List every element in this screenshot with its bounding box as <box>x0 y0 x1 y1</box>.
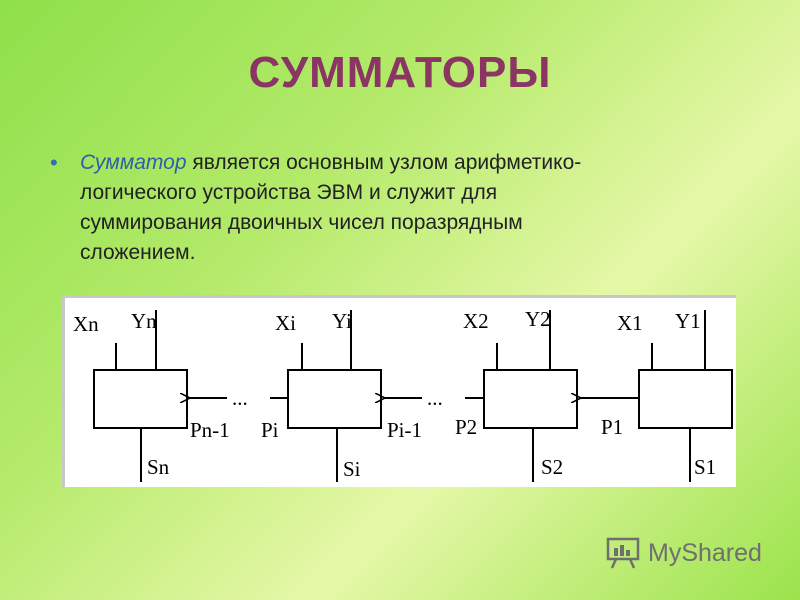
watermark: MyShared <box>606 536 776 570</box>
label-sn: Sn <box>147 455 170 479</box>
bullet-line-2: логического устройства ЭВМ и служит для <box>80 181 498 204</box>
adder-block-1: X1 Y1 S1 <box>617 309 733 482</box>
slide-title: СУММАТОРЫ <box>248 48 552 97</box>
watermark-brand: MyShared <box>648 539 762 567</box>
adder-chain-diagram: Xn Yn Sn Xi Yi Si X2 Y2 S2 <box>62 295 736 487</box>
label-p1: P1 <box>601 415 623 439</box>
adder-box-2 <box>483 369 578 429</box>
label-pi: Pi <box>261 418 279 442</box>
bullet-line-1: Сумматор является основным узлом арифмет… <box>80 148 730 178</box>
label-pn-1: Pn-1 <box>190 418 230 442</box>
carry-segment-1-to-2: P1 <box>580 398 639 439</box>
adder-block-i: Xi Yi Si <box>275 309 382 482</box>
bullet-marker: • <box>50 150 58 175</box>
ellipsis-1: ... <box>232 386 248 410</box>
bullet-term: Сумматор <box>80 151 187 174</box>
bullet-line-1-rest: является основным узлом арифметико- <box>186 151 582 174</box>
adder-box-i <box>287 369 382 429</box>
label-p2: P2 <box>455 415 477 439</box>
label-y1: Y1 <box>675 309 701 333</box>
adder-block-2: X2 Y2 S2 <box>463 307 578 482</box>
bullet-text: Сумматор является основным узлом арифмет… <box>80 148 730 268</box>
label-xi: Xi <box>275 311 296 335</box>
ellipsis-2: ... <box>427 386 443 410</box>
label-xn: Xn <box>73 312 99 336</box>
bullet-line-3: суммирования двоичных чисел поразрядным <box>80 211 523 234</box>
label-si: Si <box>343 457 361 481</box>
label-yn: Yn <box>131 309 157 333</box>
label-pi-1: Pi-1 <box>387 418 422 442</box>
label-s1: S1 <box>694 455 716 479</box>
adder-chain-svg: Xn Yn Sn Xi Yi Si X2 Y2 S2 <box>73 307 733 482</box>
presentation-board-icon <box>606 537 640 569</box>
adder-block-n: Xn Yn Sn <box>73 309 188 482</box>
label-s2: S2 <box>541 455 563 479</box>
label-y2: Y2 <box>525 307 551 331</box>
label-x2: X2 <box>463 309 489 333</box>
adder-box-n <box>93 369 188 429</box>
label-yi: Yi <box>332 309 352 333</box>
bullet-line-4: сложением. <box>80 241 196 264</box>
carry-segment-2-to-i: ... Pi-1 P2 <box>384 386 484 442</box>
adder-box-1 <box>638 369 733 429</box>
label-x1: X1 <box>617 311 643 335</box>
carry-segment-i-to-n: ... Pn-1 Pi <box>189 386 288 442</box>
